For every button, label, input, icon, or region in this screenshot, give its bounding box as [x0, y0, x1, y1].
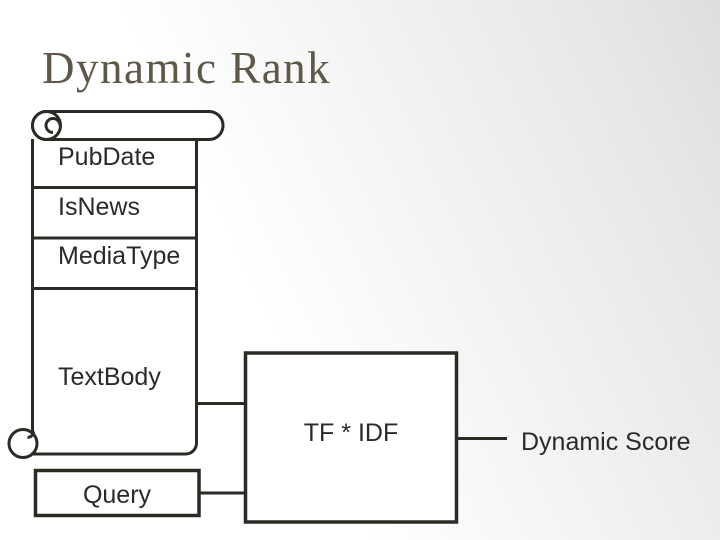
tfidf-box [243, 351, 459, 524]
tfidf-box-label: TF * IDF [303, 419, 399, 447]
scroll-right-bottom-edge [31, 139, 198, 456]
dynamic-score-label: Dynamic Score [521, 428, 691, 456]
scroll-body-textbody: TextBody [58, 363, 161, 391]
scroll-body-fill [34, 140, 195, 452]
scroll-top-curl-inner [44, 117, 62, 134]
scroll-row-mediatype: MediaType [58, 242, 181, 270]
scroll-row-pubdate: PubDate [58, 143, 156, 171]
query-box-label: Query [82, 481, 152, 509]
slide-title: Dynamic Rank [42, 43, 332, 93]
query-box [33, 468, 201, 518]
scroll-row-isnews: IsNews [58, 193, 140, 221]
scroll-bottom-curl-inner [27, 431, 35, 439]
diagram-stroke-group [7, 110, 507, 524]
